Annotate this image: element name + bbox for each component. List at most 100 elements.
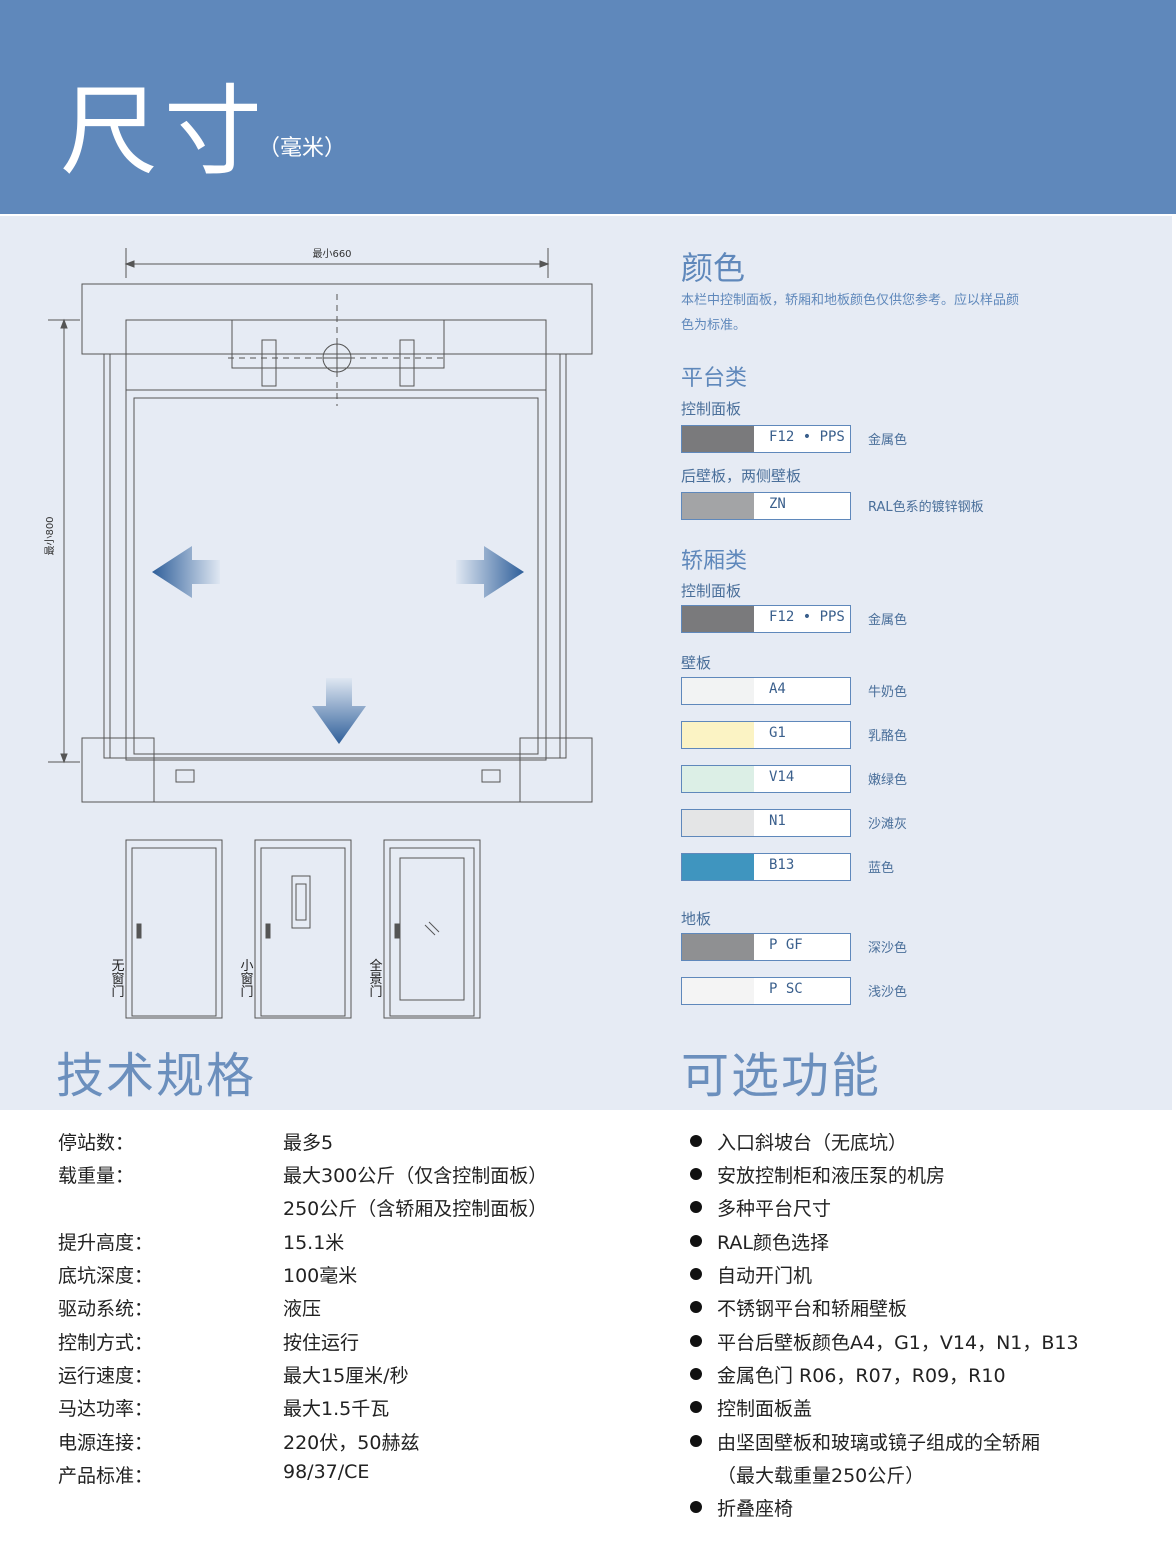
swatch-code: A4 [769, 681, 786, 697]
spec-label: 控制方式： [58, 1332, 154, 1354]
bullet-icon [690, 1168, 702, 1180]
car-control-panel-label: 控制面板 [681, 582, 742, 600]
spec-label: 驱动系统： [58, 1298, 154, 1320]
list-item: 安放控制柜和液压泵的机房 [690, 1161, 1150, 1194]
swatch-color [682, 810, 754, 836]
swatch-name: 深沙色 [868, 941, 908, 956]
spec-row: 马达功率： 最大1.5千瓦 [58, 1394, 618, 1427]
arrow-right-icon [456, 546, 524, 598]
door-label-no-window: 无窗门 [109, 959, 125, 998]
spec-row: 底坑深度： 100毫米 [58, 1261, 618, 1294]
spec-row: 载重量： 最大300公斤（仅含控制面板） [58, 1161, 618, 1194]
options-title: 可选功能 [681, 1048, 882, 1104]
spec-row: 产品标准： 98/37/CE [58, 1461, 618, 1494]
door-label-small-window: 小窗门 [238, 959, 254, 998]
bullet-icon [690, 1501, 702, 1513]
content-panel [0, 216, 1172, 1110]
specs-title: 技术规格 [56, 1048, 257, 1104]
swatch-code: F12 • PPS [769, 429, 845, 445]
spec-value: 100毫米 [283, 1265, 358, 1287]
spec-row: 运行速度： 最大15厘米/秒 [58, 1361, 618, 1394]
swatch-code: F12 • PPS [769, 609, 845, 625]
spec-value: 液压 [283, 1298, 322, 1320]
bullet-icon [690, 1401, 702, 1413]
spec-value: 250公斤（含轿厢及控制面板） [283, 1198, 548, 1220]
bullet-icon [690, 1335, 702, 1347]
spec-row: 停站数： 最多5 [58, 1128, 618, 1161]
car-walls-label: 壁板 [681, 654, 712, 672]
option-text: 金属色门 R06，R07，R09，R10 [717, 1365, 1006, 1387]
option-text: 折叠座椅 [717, 1498, 794, 1520]
option-text: 多种平台尺寸 [717, 1198, 832, 1220]
option-text: 安放控制柜和液压泵的机房 [717, 1165, 946, 1187]
spec-value: 按住运行 [283, 1332, 360, 1354]
list-item: 金属色门 R06，R07，R09，R10 [690, 1361, 1150, 1394]
option-text: 不锈钢平台和轿厢壁板 [717, 1298, 908, 1320]
swatch-code: P SC [769, 981, 803, 997]
depth-dimension-label: 最小800 [44, 516, 56, 555]
swatch-floor: P GF 深沙色 [681, 933, 1101, 961]
swatch-platform-walls: ZN RAL色系的镀锌钢板 [681, 492, 1101, 520]
width-dimension-label: 最小660 [312, 248, 351, 260]
list-item: 不锈钢平台和轿厢壁板 [690, 1294, 1150, 1327]
list-item: RAL颜色选择 [690, 1228, 1150, 1261]
platform-walls-label: 后壁板，两侧壁板 [681, 467, 802, 485]
swatch-code: ZN [769, 496, 786, 512]
colors-note: 本栏中控制面板，轿厢和地板颜色仅供您参考。应以样品颜色为标准。 [681, 293, 1020, 333]
swatch-car-control-panel: F12 • PPS 金属色 [681, 605, 1101, 633]
page-title: 尺寸 [60, 75, 269, 189]
option-text: RAL颜色选择 [717, 1232, 830, 1254]
swatch-name: 沙滩灰 [868, 817, 908, 832]
spec-row: 250公斤（含轿厢及控制面板） [58, 1194, 618, 1227]
swatch-name: RAL色系的镀锌钢板 [868, 500, 984, 515]
platform-group-title: 平台类 [681, 366, 748, 391]
list-item: 多种平台尺寸 [690, 1194, 1150, 1227]
swatch-code: V14 [769, 769, 795, 785]
spec-value: 最大300公斤（仅含控制面板） [283, 1165, 548, 1187]
list-item: （最大载重量250公斤） [690, 1461, 1150, 1494]
colors-title: 颜色 [681, 249, 746, 287]
swatch-code: P GF [769, 937, 803, 953]
list-item: 自动开门机 [690, 1261, 1150, 1294]
spec-label: 底坑深度： [58, 1265, 154, 1287]
spec-row: 提升高度： 15.1米 [58, 1228, 618, 1261]
spec-label: 马达功率： [58, 1398, 154, 1420]
swatch-color [682, 934, 754, 960]
spec-label: 电源连接： [58, 1432, 154, 1454]
list-item: 控制面板盖 [690, 1394, 1150, 1427]
spec-value: 220伏，50赫兹 [283, 1432, 420, 1454]
option-text: 自动开门机 [717, 1265, 813, 1287]
spec-value: 最多5 [283, 1132, 334, 1154]
swatch-color [682, 678, 754, 704]
swatch-color [682, 978, 754, 1004]
car-floor-label: 地板 [681, 910, 712, 928]
swatch-car-wall: A4 牛奶色 [681, 677, 1101, 705]
list-item: 入口斜坡台（无底坑） [690, 1128, 1150, 1161]
bullet-icon [690, 1268, 702, 1280]
swatch-car-wall: V14 嫩绿色 [681, 765, 1101, 793]
swatch-floor: P SC 浅沙色 [681, 977, 1101, 1005]
option-text: 由坚固壁板和玻璃或镜子组成的全轿厢 [717, 1432, 1041, 1454]
swatch-name: 金属色 [868, 613, 908, 628]
swatch-car-wall: G1 乳酪色 [681, 721, 1101, 749]
list-item: 平台后壁板颜色A4，G1，V14，N1，B13 [690, 1328, 1150, 1361]
swatch-color [682, 426, 754, 452]
spec-value: 最大15厘米/秒 [283, 1365, 409, 1387]
bullet-icon [690, 1301, 702, 1313]
platform-control-panel-label: 控制面板 [681, 400, 742, 418]
swatch-color [682, 606, 754, 632]
spec-row: 电源连接： 220伏，50赫兹 [58, 1428, 618, 1461]
spec-value: 最大1.5千瓦 [283, 1398, 390, 1420]
option-text: 平台后壁板颜色A4，G1，V14，N1，B13 [717, 1332, 1079, 1354]
bullet-icon [690, 1368, 702, 1380]
bullet-icon [690, 1435, 702, 1447]
swatch-code: G1 [769, 725, 786, 741]
swatch-car-wall: B13 蓝色 [681, 853, 1101, 881]
option-text: （最大载重量250公斤） [717, 1465, 925, 1487]
swatch-car-wall: N1 沙滩灰 [681, 809, 1101, 837]
spec-label: 运行速度： [58, 1365, 154, 1387]
list-item: 由坚固壁板和玻璃或镜子组成的全轿厢 [690, 1428, 1150, 1461]
swatch-name: 嫩绿色 [868, 773, 908, 788]
list-item: 折叠座椅 [690, 1494, 1150, 1527]
swatch-color [682, 722, 754, 748]
